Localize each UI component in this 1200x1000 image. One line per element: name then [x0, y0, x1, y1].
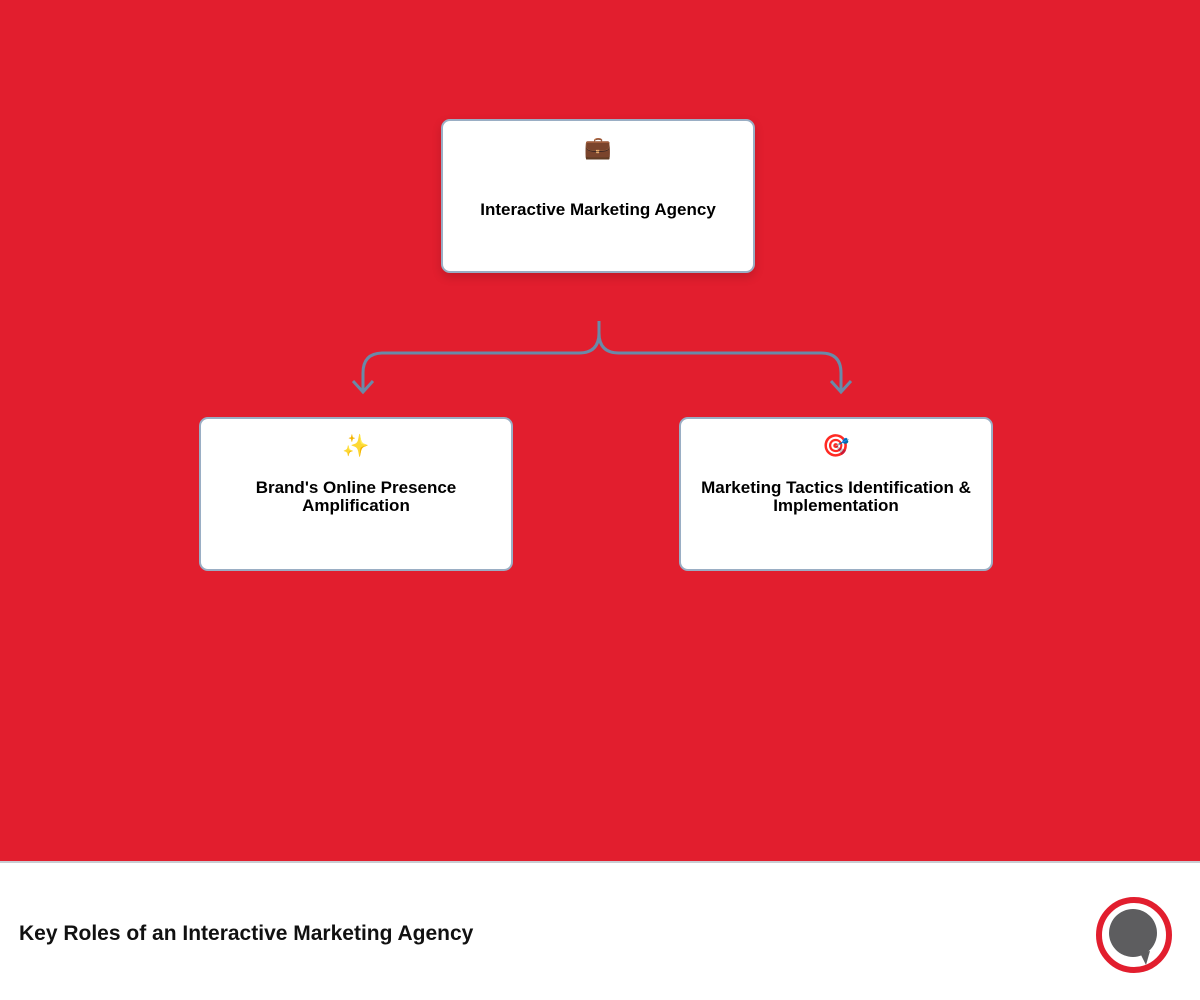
sparkles-icon: ✨ — [342, 433, 370, 458]
connector-right — [597, 321, 843, 390]
target-icon: 🎯 — [822, 433, 850, 458]
node-root[interactable]: 💼 Interactive Marketing Agency — [441, 119, 755, 273]
node-label: Interactive Marketing Agency — [480, 200, 716, 219]
connectors — [351, 321, 853, 395]
arrowhead-right — [829, 379, 853, 395]
node-label: Marketing Tactics Identification & Imple… — [701, 478, 971, 515]
diagram-canvas: 💼 Interactive Marketing Agency ✨ Brand's… — [0, 0, 1200, 861]
arrowhead-left — [351, 379, 375, 395]
speech-bubble-logo-icon — [1096, 897, 1172, 973]
node-label: Brand's Online Presence Amplification — [255, 478, 457, 515]
footer-title: Key Roles of an Interactive Marketing Ag… — [19, 922, 474, 945]
footer: Key Roles of an Interactive Marketing Ag… — [0, 861, 1200, 1000]
connector-left — [361, 321, 601, 390]
node-online-presence[interactable]: ✨ Brand's Online Presence Amplification — [199, 417, 513, 571]
briefcase-icon: 💼 — [584, 135, 612, 160]
node-marketing-tactics[interactable]: 🎯 Marketing Tactics Identification & Imp… — [679, 417, 993, 571]
